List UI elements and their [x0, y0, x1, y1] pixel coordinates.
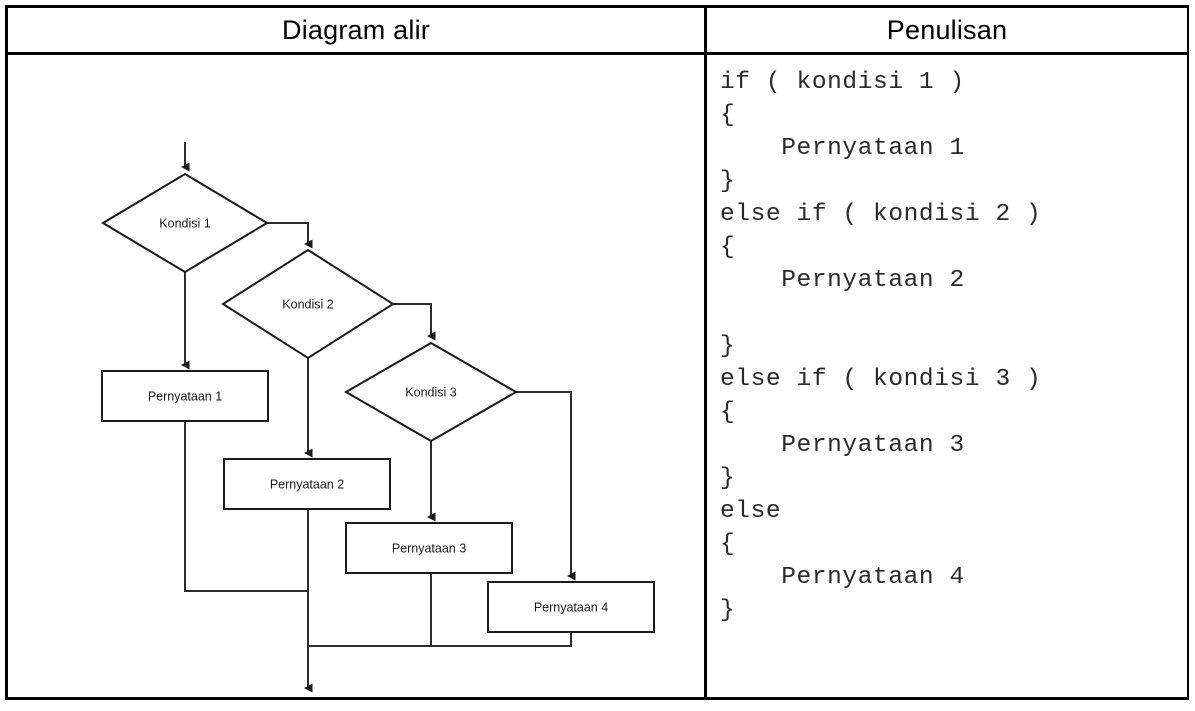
process-shape [223, 458, 391, 510]
shapes-layer: Kondisi 1 Kondisi 2 Kondisi 3 Pernyataan 1 P… [101, 172, 655, 633]
header-cell-penulisan: Penulisan [707, 8, 1187, 52]
process-label: Pernyataan 1 [148, 389, 222, 403]
header-cell-diagram: Diagram alir [8, 8, 707, 52]
process-shape [345, 522, 513, 574]
decision-shape [101, 172, 269, 274]
flowchart-svg: Kondisi 1 Kondisi 2 Kondisi 3 Pernyataan 1 P… [101, 142, 655, 693]
decision-label: Kondisi 3 [405, 385, 456, 399]
decision-shape [221, 248, 395, 360]
code-block: if ( kondisi 1 ) { Pernyataan 1 } else i… [720, 69, 1042, 624]
process-shape [487, 581, 655, 633]
decision-kondisi-2: Kondisi 2 [221, 248, 395, 360]
connector-k2-false-to-k3 [393, 303, 436, 341]
process-shape [101, 370, 269, 422]
cell-code: if ( kondisi 1 ) { Pernyataan 1 } else i… [707, 55, 1187, 697]
connector-p4-merge [308, 632, 572, 647]
process-label: Pernyataan 4 [534, 600, 608, 614]
decision-label: Kondisi 1 [159, 216, 210, 230]
process-label: Pernyataan 2 [270, 477, 344, 491]
flowchart-canvas: Kondisi 1 Kondisi 2 Kondisi 3 Pernyataan 1 P… [8, 55, 707, 703]
header-label-diagram: Diagram alir [282, 14, 430, 45]
header-label-penulisan: Penulisan [886, 14, 1008, 45]
decision-kondisi-1: Kondisi 1 [101, 172, 269, 274]
process-pernyataan-4: Pernyataan 4 [487, 581, 655, 633]
process-label: Pernyataan 3 [392, 541, 466, 555]
decision-kondisi-3: Kondisi 3 [343, 341, 519, 443]
process-pernyataan-3: Pernyataan 3 [345, 522, 513, 574]
table-header-row: Diagram alir Penulisan [8, 8, 1187, 55]
decision-label: Kondisi 2 [282, 297, 333, 311]
process-pernyataan-2: Pernyataan 2 [223, 458, 391, 510]
cell-flowchart: Kondisi 1 Kondisi 2 Kondisi 3 Pernyataan 1 P… [8, 55, 707, 697]
table-body-row: Kondisi 1 Kondisi 2 Kondisi 3 Pernyataan 1 P… [8, 55, 1187, 697]
decision-shape [343, 341, 519, 443]
connector-k3-false-to-p4 [516, 391, 576, 581]
process-pernyataan-1: Pernyataan 1 [101, 370, 269, 422]
connector-p1-merge [184, 421, 308, 592]
